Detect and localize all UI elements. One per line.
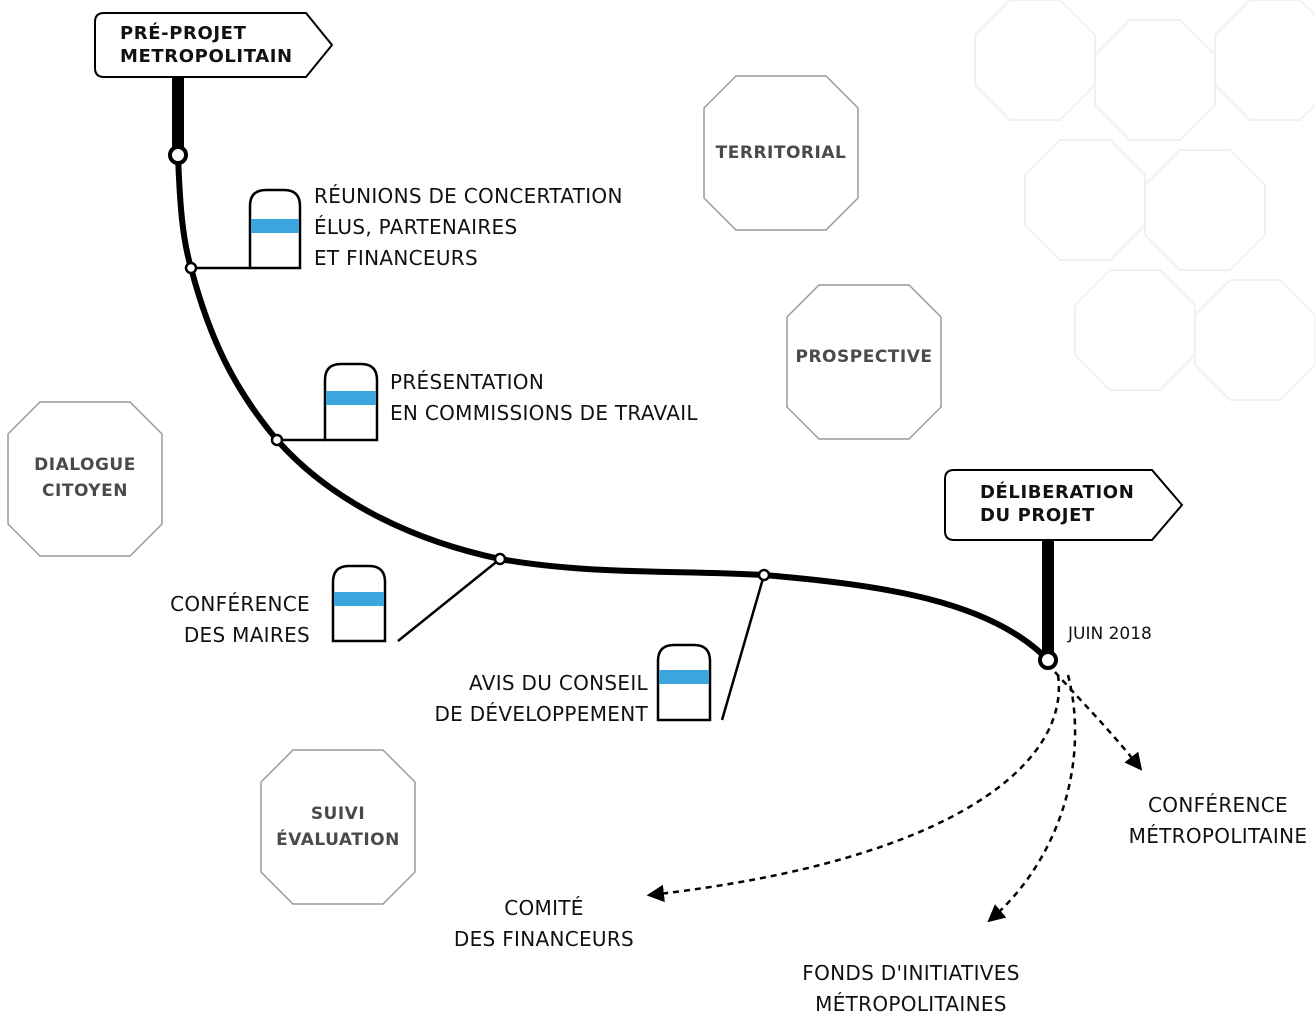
- octagon-1-line-1: TERRITORIAL: [715, 143, 847, 163]
- background-pattern: [974, 0, 1315, 401]
- start-sign-line2: METROPOLITAIN: [120, 46, 293, 67]
- octagon-prospective: [786, 284, 942, 440]
- octagon-label-territorial: TERRITORIAL: [704, 140, 858, 166]
- start-sign-label: PRÉ-PROJET METROPOLITAIN: [120, 22, 293, 68]
- step-2-line-2: EN COMMISSIONS DE TRAVAIL: [390, 401, 698, 425]
- octagon-dialogue-citoyen: [7, 401, 163, 557]
- step-label-concertation: RÉUNIONS DE CONCERTATION ÉLUS, PARTENAIR…: [314, 181, 623, 274]
- outcome-comite-financeurs: COMITÉ DES FINANCEURS: [430, 893, 658, 955]
- end-sign-label: DÉLIBERATION DU PROJET: [980, 481, 1134, 527]
- route-nodes: [168, 145, 1058, 670]
- end-sign-post: [1042, 540, 1054, 652]
- octagon-label-suivi: SUIVI ÉVALUATION: [261, 801, 415, 853]
- octagon-territorial: [703, 75, 859, 231]
- octagon-2-line-1: PROSPECTIVE: [795, 347, 933, 367]
- main-route-line: [175, 152, 1051, 663]
- step-2-line-1: PRÉSENTATION: [390, 370, 545, 394]
- outcome-1-line-1: CONFÉRENCE: [1148, 793, 1288, 817]
- station-icon-4: [656, 643, 712, 722]
- octagon-3-line-1: DIALOGUE: [34, 455, 136, 475]
- end-sign-line2: DU PROJET: [980, 505, 1095, 526]
- outcome-3-line-1: FONDS D'INITIATIVES: [802, 961, 1020, 985]
- start-sign: [94, 12, 334, 78]
- outcome-arrows: [646, 671, 1143, 923]
- outcome-1-line-2: MÉTROPOLITAINE: [1128, 824, 1308, 848]
- octagon-suivi-evaluation: [260, 749, 416, 905]
- step-3-line-1: CONFÉRENCE: [170, 592, 310, 616]
- outcome-fonds-initiatives: FONDS D'INITIATIVES MÉTROPOLITAINES: [770, 958, 1052, 1020]
- step-label-avis-conseil: AVIS DU CONSEIL DE DÉVELOPPEMENT: [410, 668, 648, 730]
- step-label-conference-maires: CONFÉRENCE DES MAIRES: [140, 589, 310, 651]
- start-sign-post: [172, 78, 184, 154]
- step-1-line-1: RÉUNIONS DE CONCERTATION: [314, 184, 623, 208]
- outcome-2-line-2: DES FINANCEURS: [453, 927, 635, 951]
- end-sign: [944, 469, 1184, 541]
- start-sign-line1: PRÉ-PROJET: [120, 23, 247, 44]
- octagon-4-line-2: ÉVALUATION: [276, 830, 400, 850]
- station-connectors: [191, 266, 766, 721]
- octagon-4-line-1: SUIVI: [310, 804, 366, 824]
- octagon-label-dialogue: DIALOGUE CITOYEN: [8, 452, 162, 504]
- step-4-line-2: DE DÉVELOPPEMENT: [434, 702, 648, 726]
- outcome-2-line-1: COMITÉ: [504, 896, 584, 920]
- step-4-line-1: AVIS DU CONSEIL: [469, 671, 648, 695]
- station-icon-1: [248, 188, 302, 270]
- step-1-line-3: ET FINANCEURS: [314, 246, 478, 270]
- step-3-line-2: DES MAIRES: [183, 623, 310, 647]
- station-icon-2: [323, 362, 379, 442]
- octagon-3-line-2: CITOYEN: [42, 481, 128, 501]
- step-1-line-2: ÉLUS, PARTENAIRES: [314, 215, 518, 239]
- end-date: JUIN 2018: [1068, 624, 1152, 644]
- station-icon-3: [331, 564, 387, 643]
- octagon-label-prospective: PROSPECTIVE: [787, 344, 941, 370]
- outcome-conference-metropolitaine: CONFÉRENCE MÉTROPOLITAINE: [1108, 790, 1315, 852]
- step-label-presentation: PRÉSENTATION EN COMMISSIONS DE TRAVAIL: [390, 367, 698, 429]
- end-sign-line1: DÉLIBERATION: [980, 482, 1135, 503]
- outcome-3-line-2: MÉTROPOLITAINES: [815, 992, 1007, 1016]
